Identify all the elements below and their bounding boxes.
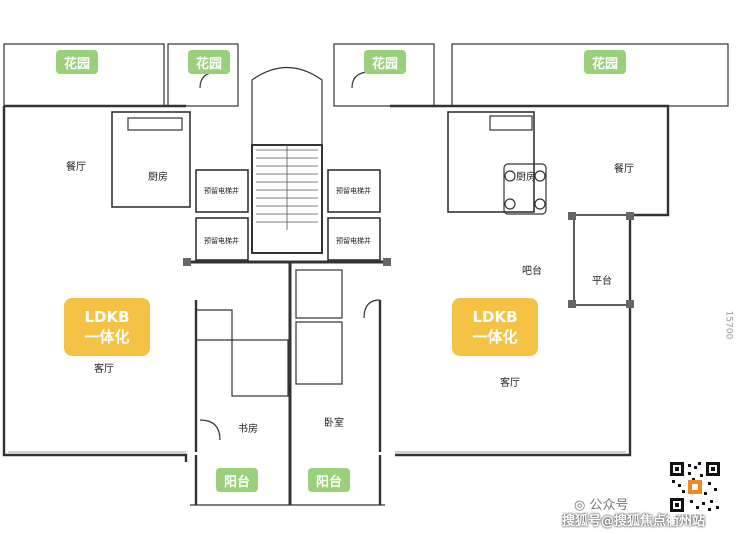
garden-label: 花园	[188, 50, 231, 74]
room-platform: 平台	[592, 276, 612, 287]
garden-zone-mid-right	[333, 43, 435, 107]
room-study: 书房	[238, 424, 258, 435]
room-living-right: 客厅	[500, 378, 520, 389]
ldkb-line1: LDKB	[472, 308, 518, 326]
ldkb-line2: 一体化	[472, 328, 518, 346]
room-kitchen-left: 厨房	[148, 172, 168, 183]
room-dining-right: 餐厅	[614, 164, 634, 175]
dimension-label: 15700	[723, 310, 734, 340]
sohu-watermark: 搜狐号@搜狐焦点衢州站	[562, 514, 706, 529]
room-elevator-reserved: 预留电梯井	[204, 237, 239, 245]
garden-label: 花园	[56, 50, 99, 74]
room-dining-left: 餐厅	[66, 162, 86, 173]
room-elevator-reserved: 预留电梯井	[336, 187, 371, 195]
room-kitchen-right: 厨房	[516, 172, 536, 183]
outer-wall-right	[390, 104, 670, 457]
ldkb-line2: 一体化	[84, 328, 130, 346]
balcony-label: 阳台	[216, 468, 259, 492]
ldkb-badge-right: LDKB 一体化	[452, 298, 538, 356]
garden-zone-mid-left	[167, 43, 239, 107]
qr-code-icon	[668, 460, 722, 514]
wechat-icon: ◎	[574, 498, 590, 513]
outer-wall-left	[2, 106, 188, 462]
garden-label: 花园	[584, 50, 627, 74]
room-elevator-reserved: 预留电梯井	[336, 237, 371, 245]
ldkb-line1: LDKB	[84, 308, 130, 326]
room-bedroom: 卧室	[324, 418, 344, 429]
room-bar: 吧台	[522, 266, 542, 277]
balcony-label: 阳台	[308, 468, 351, 492]
room-living-left: 客厅	[94, 364, 114, 375]
wechat-watermark: ◎ 公众号	[574, 498, 629, 513]
ldkb-badge-left: LDKB 一体化	[64, 298, 150, 356]
garden-label: 花园	[364, 50, 407, 74]
room-elevator-reserved: 预留电梯井	[204, 187, 239, 195]
